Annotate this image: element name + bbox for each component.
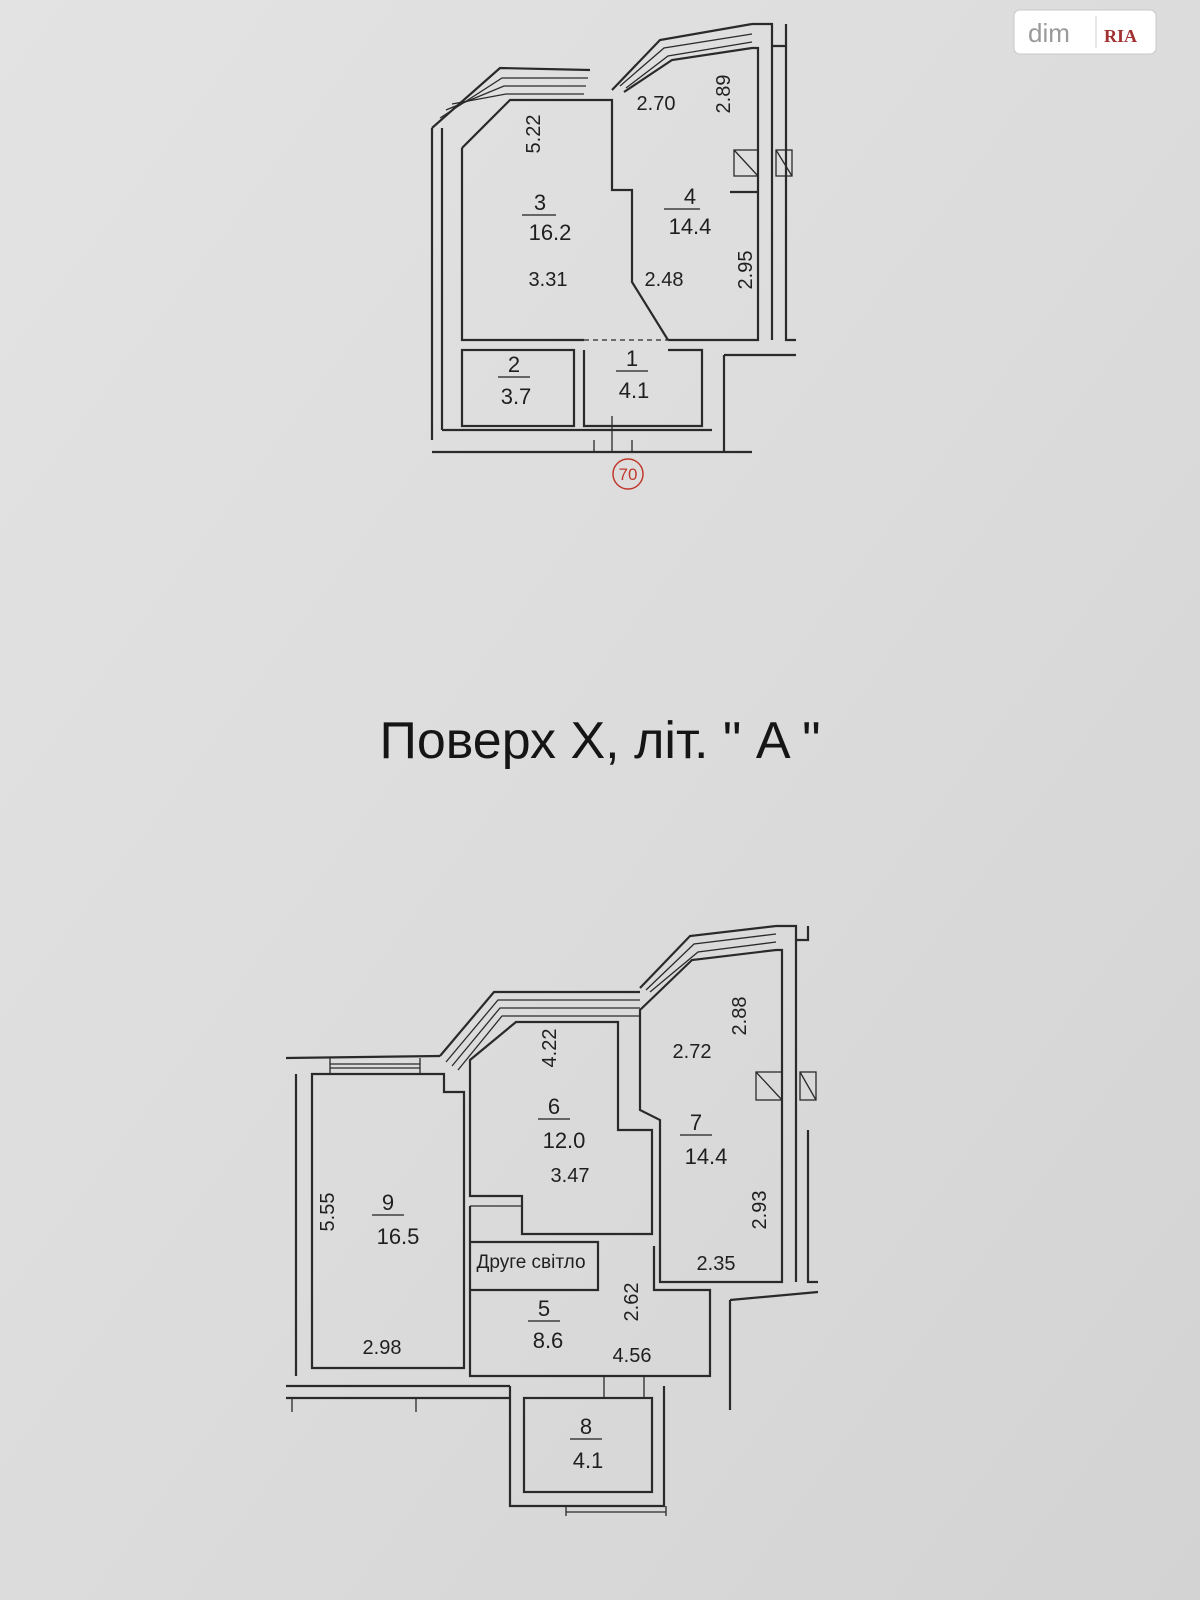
dimension-label: 2.88 [729,997,751,1036]
dimension-label: 2.93 [749,1191,771,1230]
room-area: 16.2 [529,220,572,245]
room-number: 3 [534,190,546,215]
dimension-label: 2.48 [645,269,684,291]
second-light-note: Друге світло [476,1252,585,1273]
dimension-label: 4.56 [613,1345,652,1367]
bottom-floor-plan: Друге світло 9 16.5 6 12.0 7 14.4 5 8.6 … [285,924,819,1516]
dimension-label: 3.31 [529,269,568,291]
dimension-label: 3.47 [551,1165,590,1187]
room-area: 16.5 [377,1224,420,1249]
room-area: 4.1 [619,378,650,403]
apartment-marker: 70 [619,465,638,484]
room-area: 14.4 [685,1144,728,1169]
floor-title: Поверх X, літ. " A " [379,712,820,770]
room-number: 6 [548,1094,560,1119]
room-area: 14.4 [669,214,712,239]
room-number: 2 [508,352,520,377]
room-area: 4.1 [573,1448,604,1473]
dimension-label: 4.22 [539,1029,561,1068]
room-number: 1 [626,346,638,371]
watermark-brand: dim [1028,18,1070,48]
room-number: 7 [690,1110,702,1135]
top-floor-plan: 70 3 16.2 4 14.4 2 3.7 1 4.1 5.22 3.31 2… [430,22,796,490]
dimension-label: 2.98 [363,1337,402,1359]
dimension-label: 2.62 [621,1283,643,1322]
room-number: 4 [684,184,696,209]
watermark-logo: RIA [1104,26,1137,46]
dimension-label: 2.35 [697,1253,736,1275]
room-area: 3.7 [501,384,532,409]
room-number: 8 [580,1414,592,1439]
dimension-label: 5.22 [523,115,545,154]
room-area: 8.6 [533,1328,564,1353]
dimension-label: 2.95 [735,251,757,290]
dimension-label: 2.89 [713,75,735,114]
room-number: 9 [382,1190,394,1215]
watermark: dim RIA [1013,9,1157,55]
apartment-marker-circle [612,458,644,490]
dimension-label: 2.70 [637,93,676,115]
room-area: 12.0 [543,1128,586,1153]
dimension-label: 5.55 [317,1193,339,1232]
room-number: 5 [538,1296,550,1321]
dimension-label: 2.72 [673,1041,712,1063]
